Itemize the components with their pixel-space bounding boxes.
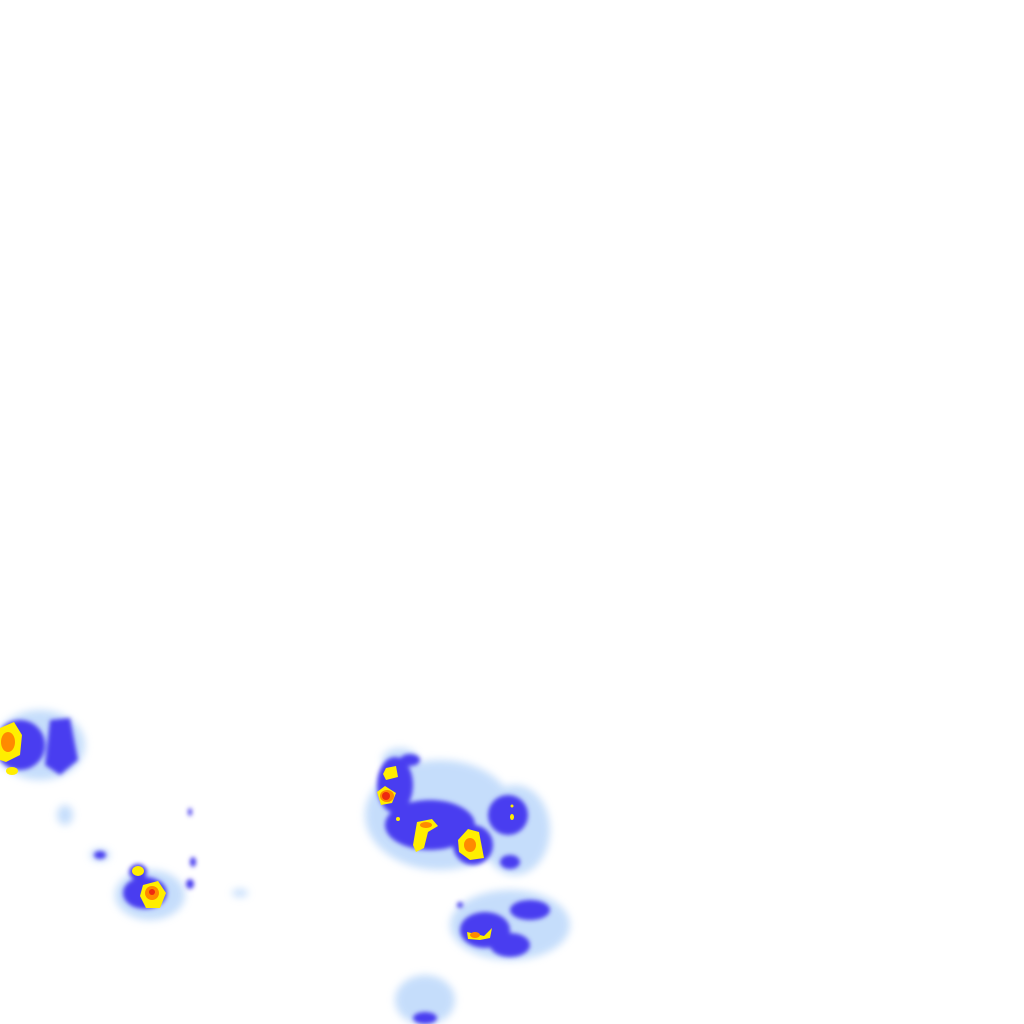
extreme-precipitation [149,792,390,895]
light-precipitation [0,710,570,1024]
